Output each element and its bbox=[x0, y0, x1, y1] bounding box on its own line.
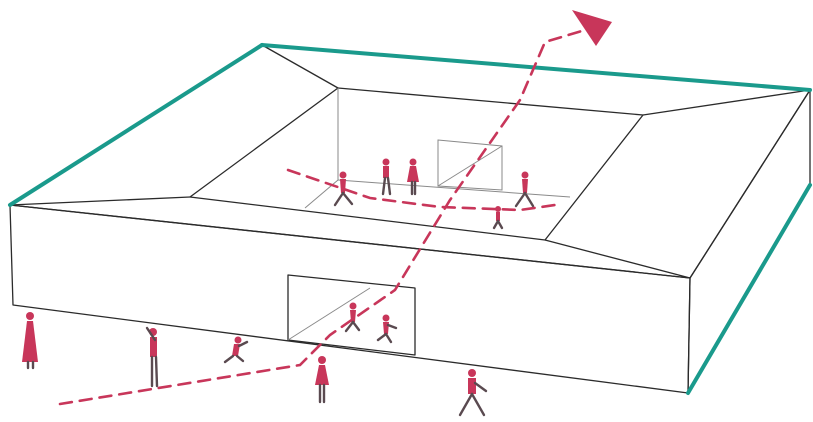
movement-paths bbox=[58, 10, 612, 406]
entrance-passage bbox=[287, 274, 416, 356]
courtyard-route-path bbox=[286, 168, 557, 212]
person-icon bbox=[145, 326, 159, 388]
building-outline bbox=[9, 44, 811, 394]
person-icon bbox=[22, 312, 38, 370]
person-icon bbox=[458, 369, 488, 417]
arrowhead-icon bbox=[572, 10, 612, 46]
person-icon bbox=[315, 356, 329, 404]
main-route-path bbox=[58, 28, 587, 406]
people bbox=[22, 158, 535, 417]
person-icon bbox=[333, 171, 354, 207]
person-icon bbox=[492, 206, 504, 230]
person-icon bbox=[344, 302, 361, 333]
highlighted-edges bbox=[8, 43, 812, 395]
person-icon bbox=[223, 336, 249, 364]
courtyard-interior bbox=[304, 88, 571, 209]
person-icon bbox=[407, 158, 419, 196]
person-icon bbox=[381, 158, 392, 196]
person-icon bbox=[514, 171, 535, 208]
person-icon bbox=[376, 314, 398, 344]
